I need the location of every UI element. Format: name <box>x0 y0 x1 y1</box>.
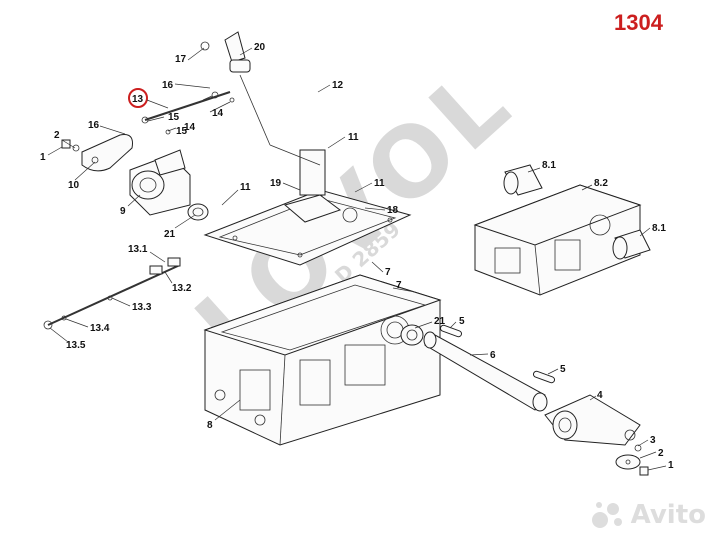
callout-21-right: 21 <box>434 316 446 327</box>
cover-plate <box>203 189 412 266</box>
callout-15-bottom: 15 <box>176 126 188 137</box>
callout-3: 3 <box>650 435 656 446</box>
callout-7-top: 7 <box>385 267 391 278</box>
callout-1-right: 1 <box>668 460 674 471</box>
callout-11-left: 11 <box>240 182 251 193</box>
control-rod-13 <box>141 91 235 135</box>
callout-13-3: 13.3 <box>132 302 152 313</box>
rod-assembly-13-3 <box>43 257 181 330</box>
callout-13-1: 13.1 <box>128 244 148 255</box>
callout-5-bottom: 5 <box>560 364 566 375</box>
callout-4: 4 <box>597 390 603 401</box>
callout-14-right: 14 <box>212 108 224 119</box>
bushing-part-8-1-top <box>503 164 543 196</box>
cam-part-10 <box>61 134 133 172</box>
highlight-circle-13 <box>128 88 148 108</box>
washer-bolt-set-right <box>615 444 649 476</box>
reference-number: 1304 <box>614 10 663 35</box>
seal-part-21-right <box>400 324 424 346</box>
callout-21-left: 21 <box>164 229 176 240</box>
callout-11-right: 11 <box>374 178 385 189</box>
leader-lines <box>47 47 667 471</box>
callout-13-5: 13.5 <box>66 340 86 351</box>
avito-logo-text: Avito <box>630 500 706 530</box>
callout-10: 10 <box>68 180 80 191</box>
callout-13-4: 13.4 <box>90 323 110 334</box>
callout-19: 19 <box>270 178 282 189</box>
callout-11-top: 11 <box>348 132 359 143</box>
callout-12: 12 <box>332 80 344 91</box>
callout-18: 18 <box>387 205 399 216</box>
callout-14-left: 14 <box>184 122 196 133</box>
callout-9: 9 <box>120 206 126 217</box>
callout-2-right: 2 <box>658 448 664 459</box>
hub-part-9 <box>129 149 191 216</box>
lift-arm-part-4 <box>544 394 641 446</box>
shaft-part-6 <box>423 331 548 412</box>
bushing-part-8-1-bottom <box>612 229 651 260</box>
callout-7-bottom: 7 <box>396 280 402 291</box>
callout-2-left: 2 <box>54 130 60 141</box>
pin-part-5-bottom <box>532 370 556 384</box>
callout-16-top: 16 <box>162 80 174 91</box>
callout-8-1-top: 8.1 <box>542 160 556 171</box>
callout-15-top: 15 <box>168 112 180 123</box>
callout-1-left: 1 <box>40 152 46 163</box>
secondary-housing-part-8-2 <box>473 184 642 296</box>
callout-8: 8 <box>207 420 213 431</box>
avito-watermark: Avito <box>591 500 706 530</box>
callout-13-2: 13.2 <box>172 283 192 294</box>
callout-8-1-right: 8.1 <box>652 223 666 234</box>
callout-17: 17 <box>175 54 187 65</box>
avito-dots-icon <box>591 502 622 528</box>
pin-part-5-top <box>439 324 463 338</box>
callout-8-2: 8.2 <box>594 178 608 189</box>
main-housing-part-8 <box>203 274 442 446</box>
lever-assembly-19 <box>239 74 342 223</box>
callout-6: 6 <box>490 350 496 361</box>
callout-13-highlight: 13 <box>132 94 144 105</box>
top-lever-part-20 <box>200 31 251 73</box>
callout-20: 20 <box>254 42 266 53</box>
callout-16-left: 16 <box>88 120 100 131</box>
callout-5-top: 5 <box>459 316 465 327</box>
